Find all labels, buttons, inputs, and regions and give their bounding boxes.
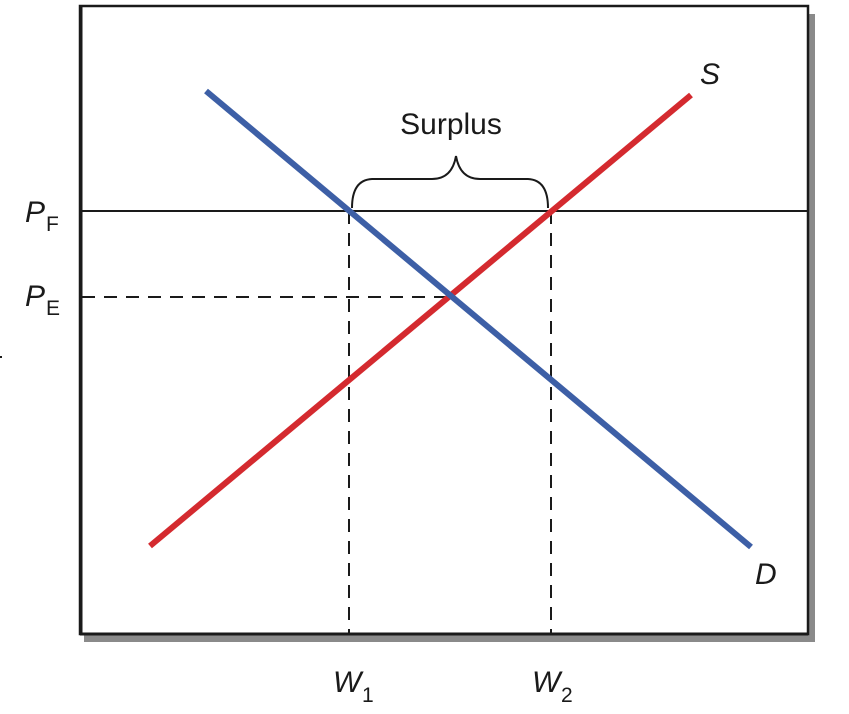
price-floor-label: P (25, 196, 45, 229)
w2-label-subscript: 2 (561, 684, 573, 707)
plot-frame (78, 4, 810, 636)
w1-label: W (333, 666, 364, 699)
price-floor-label-subscript: F (46, 213, 59, 236)
demand-curve-label: D (755, 558, 777, 591)
surplus-brace (351, 155, 549, 209)
supply-curve-label: S (700, 58, 720, 91)
demand-curve (204, 88, 753, 550)
plot-frame-shadow-bottom (84, 634, 815, 642)
surplus-label: Surplus (400, 108, 502, 141)
w2-label: W (532, 666, 563, 699)
equilibrium-price-label: P (25, 280, 45, 313)
equilibrium-price-label-subscript: E (46, 297, 60, 320)
supply-curve (148, 92, 693, 549)
w1-label-subscript: 1 (362, 684, 374, 707)
plot-frame-shadow-right (808, 14, 815, 642)
